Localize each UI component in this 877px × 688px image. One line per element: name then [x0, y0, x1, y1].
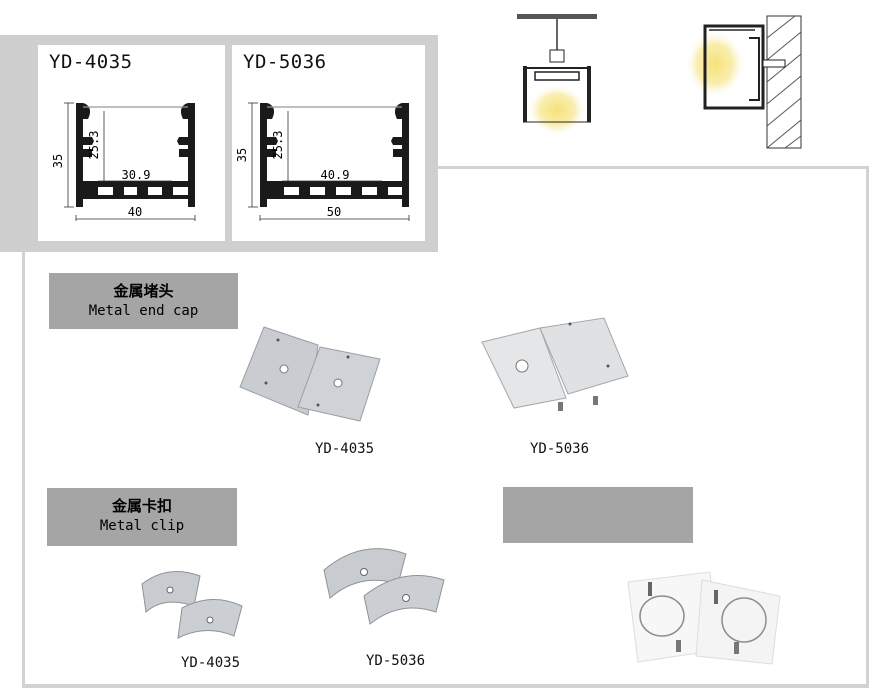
dim-height: 35: [51, 154, 65, 168]
profile-title: YD-4035: [49, 51, 133, 73]
end-cap-yd5036-image: [481, 317, 629, 411]
end-cap-title-cn: 金属堵头: [113, 282, 174, 300]
clip-yd4035-image: [141, 571, 243, 639]
dim-inner-height: 25.3: [87, 131, 101, 160]
profile-card-yd4035: YD-4035 35 25.3 30.9 40: [38, 45, 225, 241]
clip-caption-yd5036: YD-5036: [366, 653, 426, 669]
frame-divider: [22, 684, 869, 688]
clip-yd5036-image: [323, 548, 445, 625]
dim-height: 35: [235, 148, 249, 162]
clip-title-en: Metal clip: [99, 518, 185, 534]
blank-heading-box: [503, 487, 693, 543]
installation-illustrations: [517, 14, 802, 149]
frame-divider: [866, 166, 869, 688]
suspended-mount-illustration: [517, 14, 597, 136]
clip-title-cn: 金属卡扣: [111, 497, 172, 515]
clip-heading: 金属卡扣 Metal clip: [47, 488, 237, 546]
frame-divider: [22, 252, 25, 688]
clip-caption-yd4035: YD-4035: [181, 655, 241, 671]
end-cap-title-en: Metal end cap: [88, 303, 199, 319]
dim-inner-width: 40.9: [321, 168, 350, 182]
profile-drawing-yd5036: 35 25.3 40.9 50: [235, 102, 410, 221]
wall-mount-illustration: [685, 15, 802, 149]
profile-card-yd5036: YD-5036 35 25.3 40.9 50: [232, 45, 425, 241]
end-cap-caption-yd4035: YD-4035: [315, 441, 375, 457]
end-cap-heading: 金属堵头 Metal end cap: [49, 273, 238, 329]
dim-width: 50: [327, 205, 341, 219]
profile-drawing-yd4035: 35 25.3 30.9 40: [51, 102, 196, 221]
frame-divider: [437, 166, 869, 169]
dim-inner-width: 30.9: [122, 168, 151, 182]
end-cap-caption-yd5036: YD-5036: [530, 441, 590, 457]
dim-inner-height: 25.3: [271, 131, 285, 160]
dim-width: 40: [128, 205, 142, 219]
profile-title: YD-5036: [243, 51, 327, 73]
suspension-wire-kit-image: [627, 571, 781, 665]
end-cap-yd4035-image: [239, 326, 381, 422]
